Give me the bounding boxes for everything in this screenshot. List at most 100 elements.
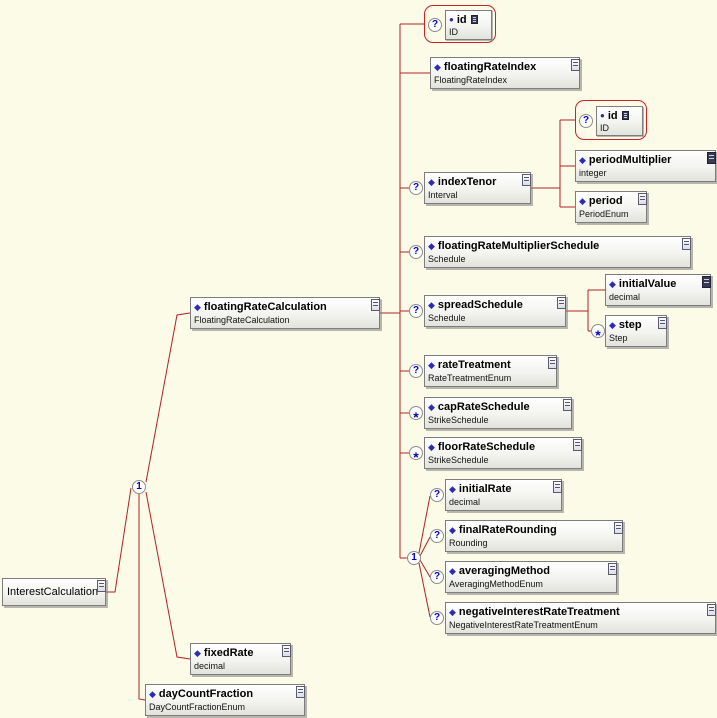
expand-icon[interactable] <box>522 174 531 186</box>
connector-line <box>106 487 132 593</box>
optional-indicator: ? <box>428 18 442 32</box>
element-rateTreatment[interactable]: ◆ rateTreatment RateTreatmentEnum <box>424 355 557 387</box>
expand-icon[interactable] <box>682 238 691 250</box>
element-diamond-icon: ◆ <box>428 176 435 187</box>
element-name: floatingRateCalculation <box>203 301 327 313</box>
element-floorRateSchedule[interactable]: ◆ floorRateSchedule StrikeSchedule <box>424 437 582 469</box>
connector-line <box>145 312 191 483</box>
expand-icon[interactable] <box>614 522 623 534</box>
expand-icon[interactable] <box>707 604 716 616</box>
element-diamond-icon: ◆ <box>449 606 456 617</box>
element-initialValue[interactable]: ◆ initialValue decimal <box>605 274 711 306</box>
element-negativeInterestRateTreatment[interactable]: ◆ negativeInterestRateTreatment Negative… <box>445 602 716 634</box>
element-averagingMethod[interactable]: ◆ averagingMethod AveragingMethodEnum <box>445 561 617 593</box>
element-name-row: ◆ finalRateRounding <box>446 521 623 538</box>
element-name-row: ◆ capRateSchedule <box>425 398 572 415</box>
element-type: Step <box>609 333 628 343</box>
attribute-dot-icon: ● <box>600 110 605 120</box>
element-diamond-icon: ◆ <box>449 565 456 576</box>
element-fixedRate[interactable]: ◆ fixedRate decimal <box>190 643 291 675</box>
connector-line <box>419 536 431 557</box>
expand-icon[interactable] <box>658 317 667 329</box>
expand-icon[interactable] <box>282 645 291 657</box>
element-name-row: ◆ initialRate <box>446 480 562 497</box>
element-type: NegativeInterestRateTreatmentEnum <box>449 620 598 630</box>
element-diamond-icon: ◆ <box>149 688 156 699</box>
element-period[interactable]: ◆ period PeriodEnum <box>575 191 647 223</box>
expand-icon[interactable] <box>97 580 106 592</box>
element-floatingRateCalculation[interactable]: ◆ floatingRateCalculation FloatingRateCa… <box>190 297 380 329</box>
element-indexTenor[interactable]: ◆ indexTenor Interval <box>424 172 531 204</box>
element-type: Schedule <box>428 313 466 323</box>
attribute-frame-id: ? ● id ID <box>424 5 496 43</box>
element-name: InterestCalculation <box>7 586 99 598</box>
optional-indicator: ? <box>579 114 593 128</box>
element-diamond-icon: ◆ <box>428 441 435 452</box>
element-name-row: ◆ step <box>606 316 667 333</box>
element-type: DayCountFractionEnum <box>149 702 246 712</box>
element-name: averagingMethod <box>458 565 550 577</box>
element-name: floorRateSchedule <box>437 441 536 453</box>
optional-indicator: ? <box>430 570 444 584</box>
annotation-icon[interactable] <box>702 276 711 288</box>
expand-icon[interactable] <box>296 686 305 698</box>
optional-indicator: ? <box>430 488 444 502</box>
element-type: FloatingRateCalculation <box>194 315 290 325</box>
expand-icon[interactable] <box>573 439 582 451</box>
sequence-indicator: 1 <box>407 551 421 565</box>
element-type: AveragingMethodEnum <box>449 579 543 589</box>
element-interestCalculation[interactable]: InterestCalculation <box>2 578 106 606</box>
element-capRateSchedule[interactable]: ◆ capRateSchedule StrikeSchedule <box>424 397 572 429</box>
element-name: rateTreatment <box>437 359 511 371</box>
optional-indicator: ? <box>409 364 423 378</box>
element-type: FloatingRateIndex <box>434 75 508 85</box>
element-floatingRateMultiplierSchedule[interactable]: ◆ floatingRateMultiplierSchedule Schedul… <box>424 236 691 268</box>
expand-icon[interactable] <box>371 299 380 311</box>
element-floatingRateIndex[interactable]: ◆ floatingRateIndex FloatingRateIndex <box>430 57 580 89</box>
element-name: period <box>588 195 623 207</box>
element-name: step <box>618 319 642 331</box>
expand-icon[interactable] <box>557 297 566 309</box>
element-name: floatingRateMultiplierSchedule <box>437 240 600 252</box>
element-diamond-icon: ◆ <box>428 401 435 412</box>
element-type: PeriodEnum <box>579 209 629 219</box>
attribute-detail-icon <box>621 111 629 120</box>
optional-indicator: ? <box>430 611 444 625</box>
repeats-indicator: * <box>409 446 423 464</box>
element-step[interactable]: ◆ step Step <box>605 315 667 347</box>
expand-icon[interactable] <box>608 563 617 575</box>
element-periodMultiplier[interactable]: ◆ periodMultiplier integer <box>575 150 716 182</box>
element-type: RateTreatmentEnum <box>428 373 512 383</box>
expand-icon[interactable] <box>571 59 580 71</box>
attribute-name: id <box>607 109 618 122</box>
element-spreadSchedule[interactable]: ◆ spreadSchedule Schedule <box>424 295 566 327</box>
optional-indicator: ? <box>409 304 423 318</box>
element-name-row: ◆ periodMultiplier <box>576 151 716 168</box>
expand-icon[interactable] <box>563 399 572 411</box>
element-diamond-icon: ◆ <box>194 647 201 658</box>
annotation-icon[interactable] <box>707 152 716 164</box>
optional-indicator: ? <box>409 181 423 195</box>
element-name-row: ◆ negativeInterestRateTreatment <box>446 603 716 620</box>
expand-icon[interactable] <box>553 481 562 493</box>
attribute-id[interactable]: ● id ID <box>445 10 492 40</box>
element-dayCountFraction[interactable]: ◆ dayCountFraction DayCountFractionEnum <box>145 684 305 716</box>
element-name-row: ◆ fixedRate <box>191 644 291 661</box>
element-type: decimal <box>449 497 481 507</box>
element-diamond-icon: ◆ <box>609 319 616 330</box>
attribute-id[interactable]: ● id ID <box>596 106 643 136</box>
element-name: spreadSchedule <box>437 299 523 311</box>
optional-indicator: ? <box>430 529 444 543</box>
element-name: fixedRate <box>203 647 254 659</box>
expand-icon[interactable] <box>638 193 647 205</box>
expand-icon[interactable] <box>548 357 557 369</box>
connector-line <box>418 495 431 554</box>
element-name-row: ◆ dayCountFraction <box>146 685 305 702</box>
element-name-row: ◆ floatingRateMultiplierSchedule <box>425 237 691 254</box>
element-finalRateRounding[interactable]: ◆ finalRateRounding Rounding <box>445 520 623 552</box>
element-name-row: ◆ period <box>576 192 647 209</box>
attribute-dot-icon: ● <box>449 14 454 24</box>
element-initialRate[interactable]: ◆ initialRate decimal <box>445 479 562 511</box>
element-name: dayCountFraction <box>158 688 254 700</box>
